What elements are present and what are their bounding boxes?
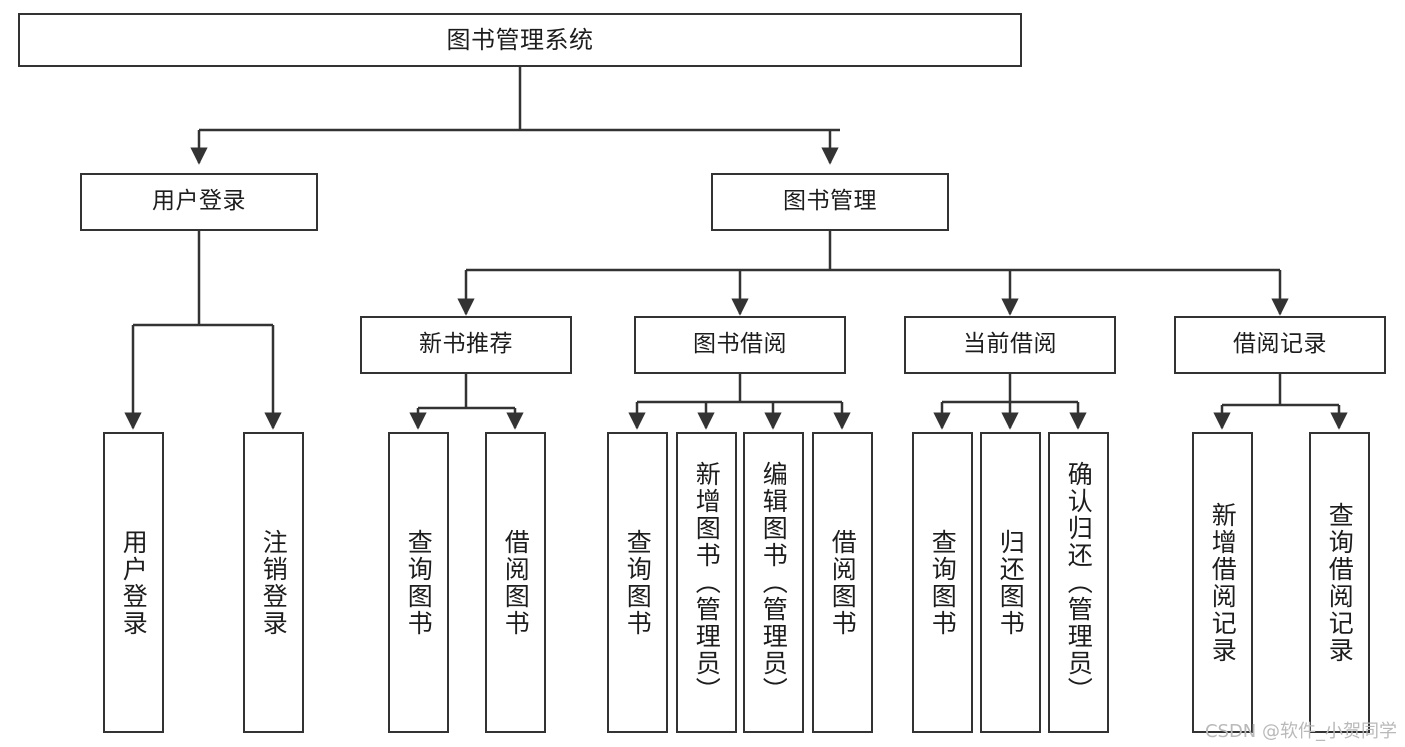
leaf-borrow-record-2[interactable]: 查询借阅记录 — [1309, 432, 1370, 733]
leaf-current-borrow-2[interactable]: 归还图书 — [980, 432, 1041, 733]
node-new-book-rec[interactable]: 新书推荐 — [360, 316, 572, 374]
node-book-borrow[interactable]: 图书借阅 — [634, 316, 846, 374]
node-book-manage[interactable]: 图书管理 — [711, 173, 949, 231]
leaf-borrow-record-1-label: 新增借阅记录 — [1208, 501, 1238, 664]
node-root-label: 图书管理系统 — [446, 25, 594, 54]
leaf-book-borrow-1[interactable]: 查询图书 — [607, 432, 668, 733]
leaf-book-borrow-3-label: 编辑图书（管理员） — [759, 461, 789, 704]
node-user-login-label: 用户登录 — [152, 188, 246, 215]
leaf-book-borrow-1-label: 查询图书 — [623, 528, 653, 637]
leaf-current-borrow-1[interactable]: 查询图书 — [912, 432, 973, 733]
node-book-borrow-label: 图书借阅 — [693, 331, 787, 358]
leaf-book-borrow-2[interactable]: 新增图书（管理员） — [676, 432, 737, 733]
leaf-book-borrow-3[interactable]: 编辑图书（管理员） — [743, 432, 804, 733]
node-new-book-rec-label: 新书推荐 — [419, 331, 513, 358]
node-user-login[interactable]: 用户登录 — [80, 173, 318, 231]
leaf-current-borrow-1-label: 查询图书 — [928, 528, 958, 637]
leaf-user-login-1[interactable]: 用户登录 — [103, 432, 164, 733]
node-root[interactable]: 图书管理系统 — [18, 13, 1022, 67]
node-borrow-record-label: 借阅记录 — [1233, 331, 1327, 358]
watermark: CSDN @软件_小贺同学 — [1204, 721, 1397, 742]
leaf-new-book-rec-2-label: 借阅图书 — [501, 528, 531, 637]
leaf-new-book-rec-2[interactable]: 借阅图书 — [485, 432, 546, 733]
leaf-borrow-record-1[interactable]: 新增借阅记录 — [1192, 432, 1253, 733]
node-current-borrow-label: 当前借阅 — [963, 331, 1057, 358]
leaf-new-book-rec-1-label: 查询图书 — [404, 528, 434, 637]
leaf-current-borrow-3-label: 确认归还（管理员） — [1064, 461, 1094, 704]
leaf-book-borrow-2-label: 新增图书（管理员） — [692, 461, 722, 704]
leaf-new-book-rec-1[interactable]: 查询图书 — [388, 432, 449, 733]
leaf-user-login-2-label: 注销登录 — [259, 528, 289, 637]
leaf-user-login-2[interactable]: 注销登录 — [243, 432, 304, 733]
leaf-borrow-record-2-label: 查询借阅记录 — [1325, 501, 1355, 664]
leaf-user-login-1-label: 用户登录 — [119, 528, 149, 637]
leaf-current-borrow-3[interactable]: 确认归还（管理员） — [1048, 432, 1109, 733]
node-borrow-record[interactable]: 借阅记录 — [1174, 316, 1386, 374]
leaf-book-borrow-4-label: 借阅图书 — [828, 528, 858, 637]
leaf-current-borrow-2-label: 归还图书 — [996, 528, 1026, 637]
node-current-borrow[interactable]: 当前借阅 — [904, 316, 1116, 374]
leaf-book-borrow-4[interactable]: 借阅图书 — [812, 432, 873, 733]
node-book-manage-label: 图书管理 — [783, 188, 877, 215]
